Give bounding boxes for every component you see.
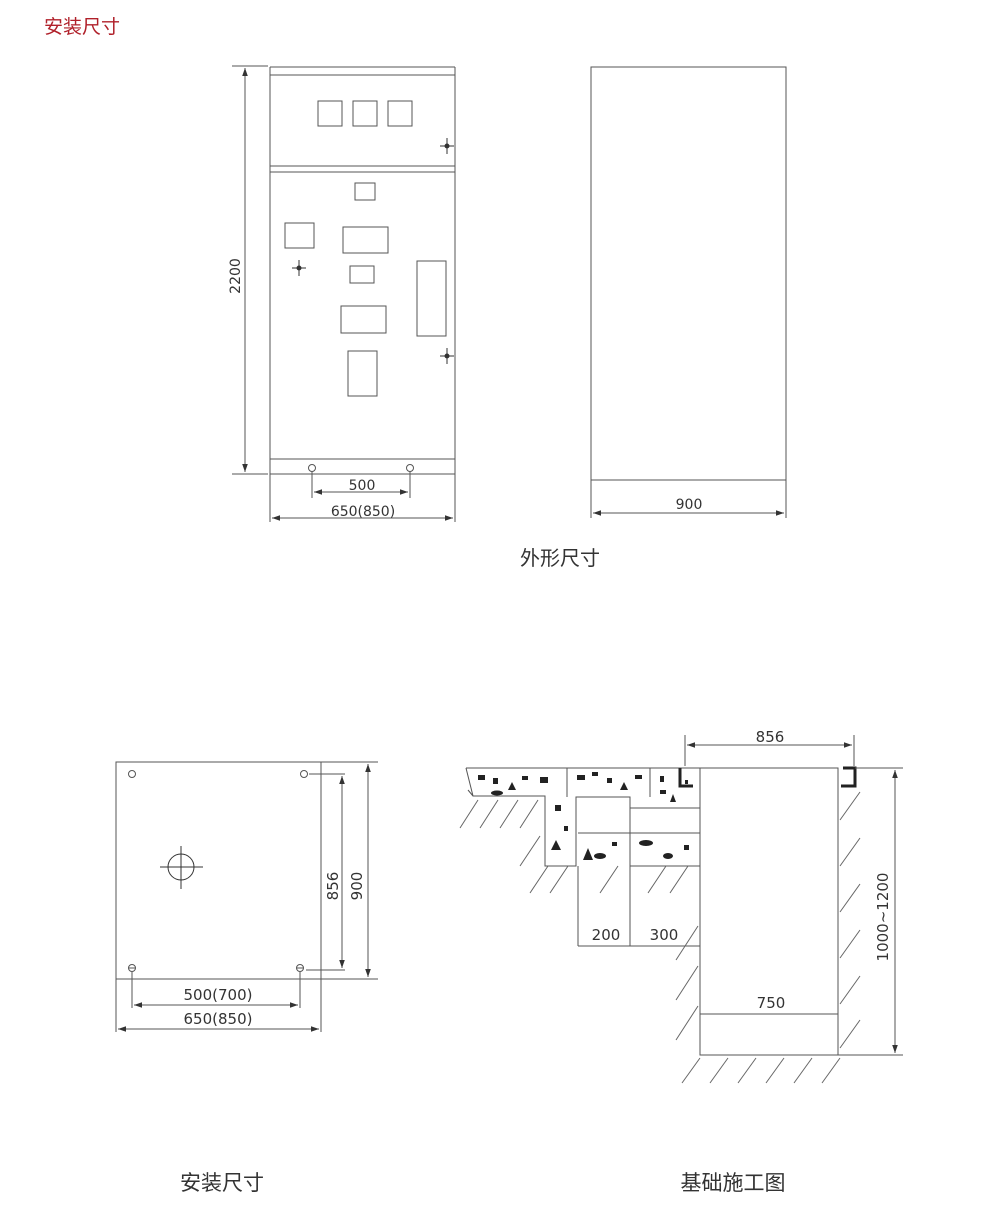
front-view [232, 65, 456, 522]
base-bolt-spacing-label: 500(700) [184, 986, 253, 1004]
concrete-hatching [478, 772, 689, 860]
base-width-label: 650(850) [184, 1010, 253, 1028]
base-hole-top-right [300, 770, 308, 778]
base-depth-outer-label: 900 [348, 872, 366, 901]
foundation-pit [699, 767, 839, 1056]
angle-iron-left [678, 768, 693, 788]
foundation-caption: 基础施工图 [681, 1171, 786, 1195]
earth-hatching [459, 791, 861, 1084]
base-plan [115, 761, 378, 1032]
base-hole-top-left [128, 770, 136, 778]
floor-slab-outline [465, 767, 700, 867]
meter-window-1 [317, 100, 343, 127]
trench-width-b-label: 300 [650, 926, 679, 944]
mounting-hole-right [406, 464, 414, 472]
page-title: 安装尺寸 [44, 16, 121, 38]
door-handle-1 [440, 138, 454, 154]
trench-width-a-label: 200 [592, 926, 621, 944]
door-handle-2 [292, 260, 306, 276]
angle-iron-right [841, 766, 857, 788]
base-depth-inner-label: 856 [324, 872, 342, 901]
foundation-top-width-label: 856 [756, 728, 785, 746]
mounting-hole-left [308, 464, 316, 472]
pit-width-label: 750 [757, 994, 786, 1012]
center-panel-window [342, 226, 389, 254]
left-panel-window [284, 222, 315, 249]
side-depth-label: 900 [676, 497, 703, 513]
front-bolt-spacing-label: 500 [349, 478, 376, 494]
indicator-window [354, 182, 376, 201]
wide-window [340, 305, 387, 334]
lower-window [347, 350, 378, 397]
front-width-label: 650(850) [331, 504, 395, 520]
front-height-label: 2200 [228, 258, 244, 294]
cabinet-side-outline [590, 66, 787, 481]
foundation-section [459, 735, 903, 1084]
side-view [590, 66, 787, 518]
base-outline [115, 761, 322, 980]
cable-entry-symbol [160, 846, 203, 889]
right-tall-window [416, 260, 447, 337]
meter-window-3 [387, 100, 413, 127]
pit-depth-label: 1000~1200 [874, 873, 892, 962]
installation-dimensions-caption: 安装尺寸 [180, 1171, 264, 1195]
small-window [349, 265, 375, 284]
outline-dimensions-caption: 外形尺寸 [520, 546, 600, 570]
meter-window-2 [352, 100, 378, 127]
door-handle-3 [440, 348, 454, 364]
